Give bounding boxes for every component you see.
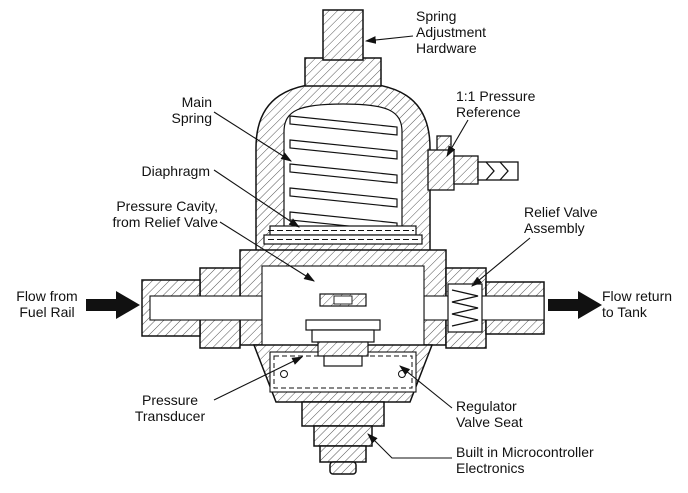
leader-lines (213, 35, 531, 459)
spring-adjustment-stem (304, 9, 382, 87)
reference-port-drawing (427, 135, 519, 191)
label-diaphragm: Diaphragm (141, 163, 210, 179)
regulator-valve-seat-drawing (319, 293, 367, 307)
pressure-transducer-drawing (305, 319, 381, 367)
bottom-stem-drawing (301, 401, 385, 475)
main-spring-drawing (289, 115, 398, 232)
flow-arrow-right (548, 291, 602, 319)
diaphragm-drawing (263, 225, 423, 245)
flow-arrow-left (86, 291, 140, 319)
relief-valve-drawing (447, 283, 483, 333)
label-pressure-cavity: Pressure Cavity,from Relief Valve (112, 198, 218, 230)
